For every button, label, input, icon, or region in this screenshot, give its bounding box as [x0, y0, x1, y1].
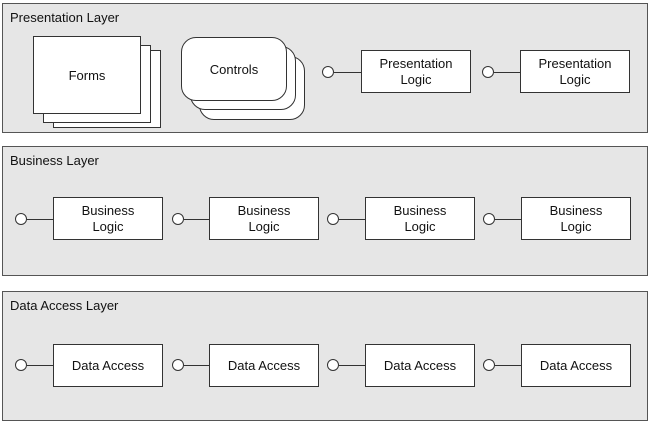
business-logic-3-box: Business Logic [365, 197, 475, 240]
presentation-logic-1-box: Presentation Logic [361, 50, 471, 93]
data-access-4-socket [483, 359, 495, 371]
business-logic-4-connector [495, 219, 522, 220]
business-logic-4-socket [483, 213, 495, 225]
business-logic-2-connector [184, 219, 210, 220]
data-access-1-label: Data Access [71, 357, 145, 373]
presentation-layer-panel: Presentation Layer Forms Controls Presen… [2, 3, 648, 133]
presentation-logic-1-connector [334, 72, 362, 73]
presentation-logic-2-socket [482, 66, 494, 78]
data-access-3-box: Data Access [365, 344, 475, 387]
data-access-3-label: Data Access [383, 357, 457, 373]
presentation-layer-title: Presentation Layer [10, 10, 120, 25]
business-logic-1-connector [27, 219, 54, 220]
business-layer-panel: Business Layer Business Logic Business L… [2, 146, 648, 276]
presentation-logic-1-label: Presentation Logic [379, 55, 453, 87]
forms-page-front: Forms [33, 36, 141, 114]
controls-card-front: Controls [181, 37, 287, 101]
data-access-1-connector [27, 365, 54, 366]
data-access-3-connector [339, 365, 366, 366]
data-access-1-socket [15, 359, 27, 371]
presentation-logic-2-connector [494, 72, 521, 73]
data-access-2-connector [184, 365, 210, 366]
data-access-4-connector [495, 365, 522, 366]
controls-label: Controls [209, 61, 259, 77]
data-access-2-label: Data Access [227, 357, 301, 373]
presentation-logic-1-socket [322, 66, 334, 78]
business-logic-4-label: Business Logic [549, 202, 603, 234]
business-logic-3-label: Business Logic [393, 202, 447, 234]
business-logic-4-box: Business Logic [521, 197, 631, 240]
business-logic-2-box: Business Logic [209, 197, 319, 240]
data-access-4-box: Data Access [521, 344, 631, 387]
business-logic-2-socket [172, 213, 184, 225]
data-access-3-socket [327, 359, 339, 371]
business-logic-3-socket [327, 213, 339, 225]
forms-label: Forms [68, 67, 106, 83]
business-logic-1-box: Business Logic [53, 197, 163, 240]
data-access-2-box: Data Access [209, 344, 319, 387]
presentation-logic-2-box: Presentation Logic [520, 50, 630, 93]
presentation-logic-2-label: Presentation Logic [538, 55, 612, 87]
business-logic-1-socket [15, 213, 27, 225]
business-layer-title: Business Layer [10, 153, 99, 168]
business-logic-1-label: Business Logic [81, 202, 135, 234]
data-access-1-box: Data Access [53, 344, 163, 387]
data-access-4-label: Data Access [539, 357, 613, 373]
business-logic-3-connector [339, 219, 366, 220]
data-access-layer-panel: Data Access Layer Data Access Data Acces… [2, 291, 648, 421]
business-logic-2-label: Business Logic [237, 202, 291, 234]
data-access-2-socket [172, 359, 184, 371]
data-access-layer-title: Data Access Layer [10, 298, 119, 313]
